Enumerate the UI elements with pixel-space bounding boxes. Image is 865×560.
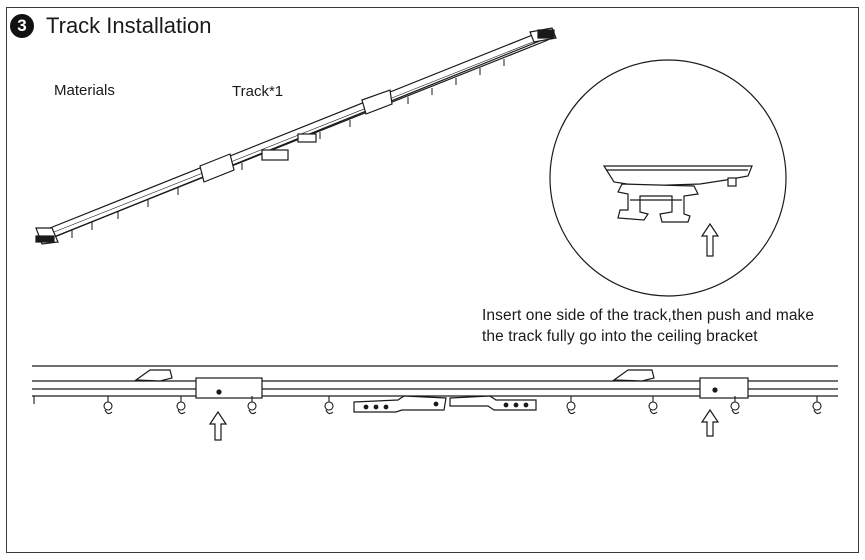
installation-panel [6,7,859,553]
step-number-badge: 3 [10,14,34,38]
diagonal-track-illustration [35,27,557,245]
curtain-glider-hooks [33,396,822,415]
instruction-text: Insert one side of the track,then push a… [482,305,862,347]
instruction-line-1: Insert one side of the track,then push a… [482,307,815,324]
step-title: Track Installation [46,13,212,38]
track-profile [617,183,699,223]
instruction-line-2: the track fully go into the ceiling brac… [482,328,758,345]
magnified-detail [549,59,787,297]
motor-brackets [353,395,537,413]
horizontal-track-illustration [32,365,838,399]
track-quantity-label: Track*1 [232,83,284,100]
diagonal-track-hooks [71,59,505,238]
materials-label: Materials [54,82,115,99]
up-arrow-icon [700,408,720,437]
up-arrow-icon [700,222,720,257]
ceiling-bracket [602,165,753,187]
up-arrow-icon [208,410,228,441]
